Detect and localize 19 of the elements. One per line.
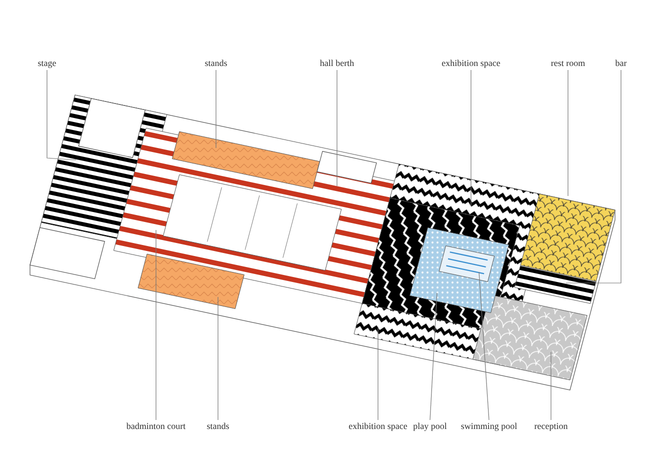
room-label: swimming pool — [460, 421, 518, 432]
room-label: stands — [204, 58, 228, 69]
room-label: bar — [615, 58, 627, 69]
room-label: hall berth — [320, 58, 354, 69]
room-label: reception — [534, 421, 568, 432]
leader-line — [470, 70, 472, 206]
leader-line — [566, 70, 622, 284]
leader-line — [46, 70, 76, 160]
room-label: stands — [206, 421, 230, 432]
room-label: exhibition space — [348, 421, 408, 432]
leader-line — [478, 272, 490, 420]
room-label: play pool — [413, 421, 447, 432]
leader-line — [336, 70, 338, 186]
room-label: rest room — [550, 58, 586, 69]
room-label: exhibition space — [442, 58, 500, 69]
room-label: stage — [38, 58, 56, 69]
leader-line — [550, 352, 552, 420]
room-label: badminton court — [126, 421, 186, 432]
leader-line — [430, 292, 438, 420]
